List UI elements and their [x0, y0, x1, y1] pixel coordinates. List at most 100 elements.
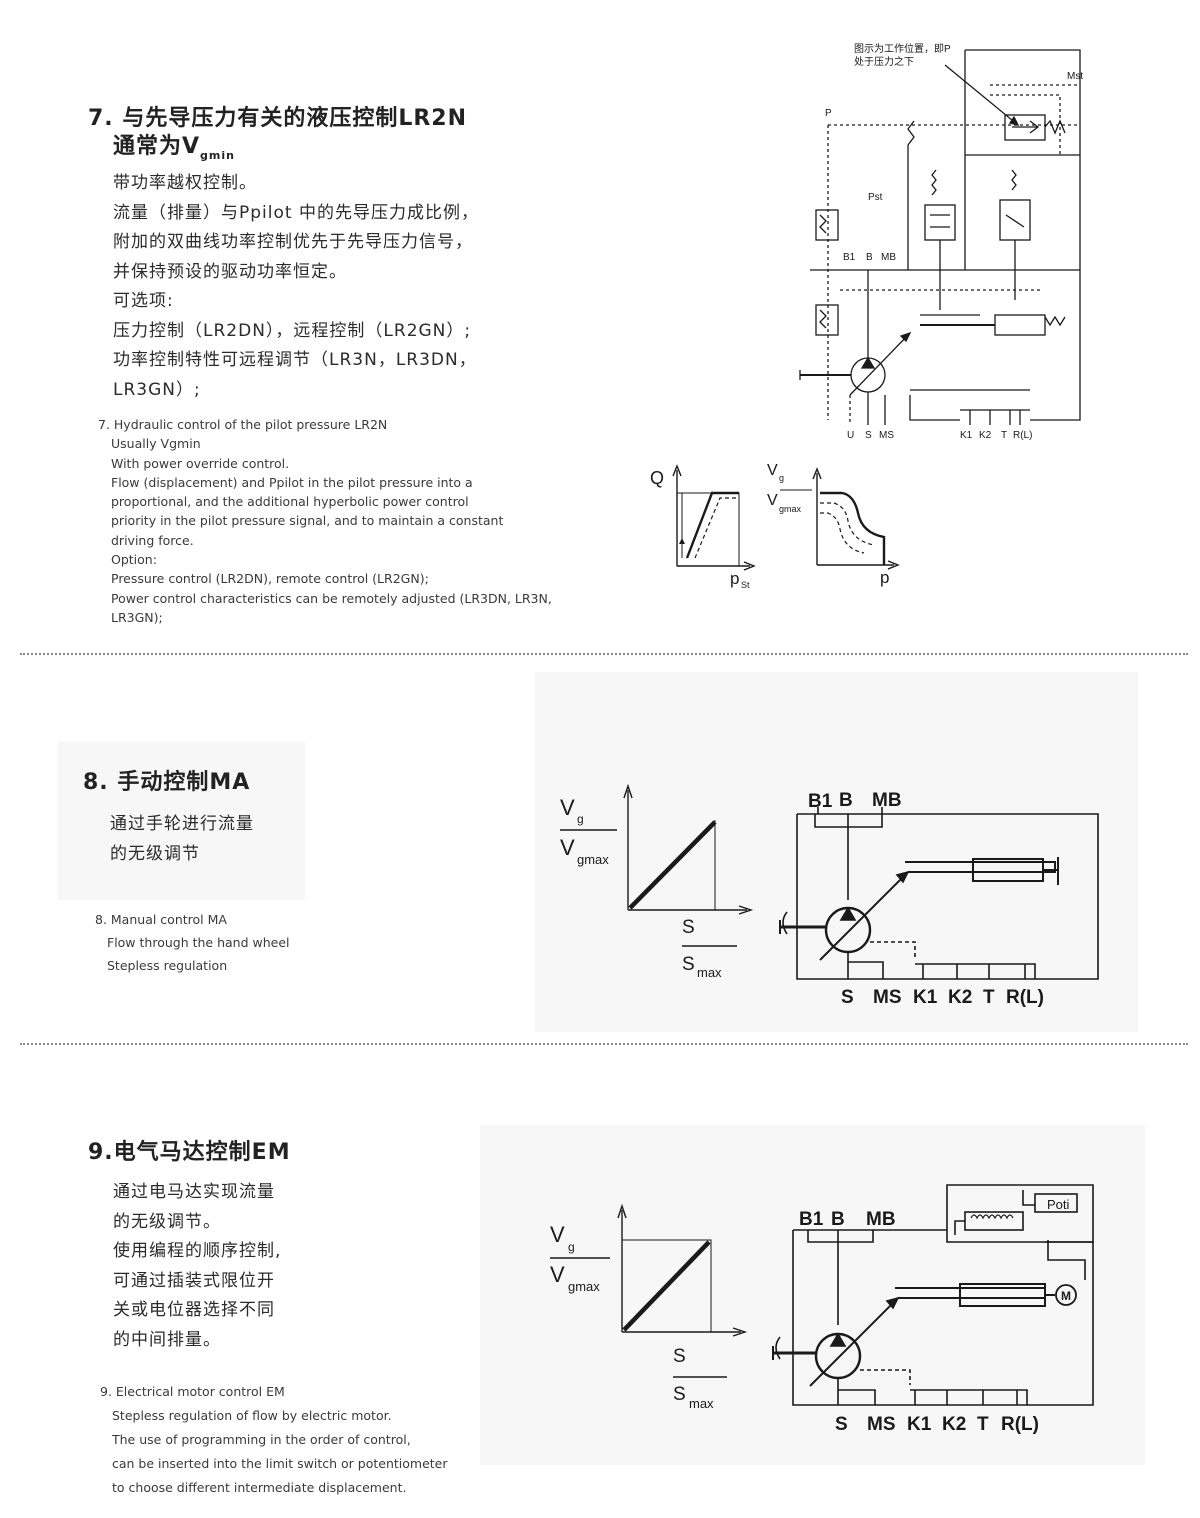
cn-line: 的中间排量。	[113, 1329, 221, 1350]
en-line: Stepless regulation	[107, 958, 228, 973]
port-s: S	[865, 430, 872, 441]
graph-x-num: S	[682, 917, 695, 938]
graph-y-num: V	[560, 795, 575, 820]
cn-line: 通过电马达实现流量	[113, 1182, 275, 1202]
port-k1: K1	[960, 430, 973, 441]
cn-line: 的无级调节。	[113, 1211, 221, 1232]
graph-y-num: V	[550, 1222, 565, 1247]
graph2-y-den: V	[767, 492, 778, 509]
en-line: The use of programming in the order of c…	[112, 1432, 411, 1447]
graph2-y-num: V	[767, 462, 778, 479]
cn-line: 的无级调节	[110, 843, 200, 864]
en-line: Pressure control (LR2DN), remote control…	[111, 571, 429, 587]
port-b: B	[831, 1209, 845, 1230]
port-t: T	[983, 987, 995, 1008]
graph-x-den-sub: max	[689, 1396, 714, 1411]
section7-graph-q-pst: Q p St	[650, 464, 756, 590]
port-ms: MS	[873, 987, 902, 1008]
en-line: Option:	[111, 552, 157, 568]
section7-graph-vg-p: V g V gmax p	[767, 462, 900, 587]
port-b1: B1	[843, 252, 856, 263]
pst-label: Pst	[868, 192, 883, 203]
section8-cn-text: 通过手轮进行流量 的无级调节	[110, 810, 254, 869]
port-ms: MS	[867, 1414, 896, 1435]
en-line: Usually Vgmin	[111, 436, 201, 452]
port-k2: K2	[979, 430, 992, 441]
graph-y-den-sub: gmax	[568, 1279, 600, 1294]
section8-graph-panel	[535, 672, 1138, 1032]
section7-title-line1: 7. 与先导压力有关的液压控制LR2N	[88, 106, 468, 131]
en-line: priority in the pilot pressure signal, a…	[111, 513, 504, 529]
section9-graph-vg-s: V g V gmax S S max	[550, 1203, 748, 1411]
port-mb: MB	[866, 1209, 896, 1230]
graph1-ylabel: Q	[650, 468, 664, 488]
port-s: S	[835, 1414, 848, 1435]
port-t: T	[1001, 430, 1007, 441]
section8-hydraulic-schematic: B1 B MB S MS K1 K2 T R(L)	[779, 790, 1099, 1008]
section8-title: 8. 手动控制MA	[83, 770, 251, 795]
section7-subtitle-text: 通常为V	[113, 134, 201, 159]
graph-y-den: V	[550, 1262, 565, 1287]
graph-x-den: S	[673, 1384, 686, 1405]
graph2-xlabel: p	[880, 568, 889, 587]
section7-hydraulic-schematic: 图示为工作位置，即P 处于压力之下 Mst P Pst B1 B MB U S …	[799, 42, 1083, 441]
section7-subtitle: 通常为Vgmin	[113, 128, 235, 162]
section9-en-text: 9. Electrical motor control EM Stepless …	[100, 1380, 448, 1500]
section9-hydraulic-schematic: Poti M B1 B MB S MS K1 K2 T R(L)	[772, 1184, 1094, 1435]
cn-line: 附加的双曲线功率控制优先于先导压力信号，	[113, 232, 473, 252]
cn-line: 关或电位器选择不同	[113, 1300, 275, 1320]
graph2-y-num-sub: g	[779, 473, 784, 483]
graph-y-num-sub: g	[568, 1240, 575, 1254]
en-line: to choose different intermediate displac…	[112, 1480, 407, 1495]
divider-1	[20, 653, 1188, 655]
graph1-xlabel: p	[730, 569, 739, 588]
section7-subtitle-sub: gmin	[200, 149, 235, 162]
port-k2: K2	[948, 987, 972, 1008]
port-ms: MS	[879, 430, 894, 441]
section7-cn-text: 带功率越权控制。 流量（排量）与Ppilot 中的先导压力成比例， 附加的双曲线…	[113, 169, 533, 405]
graph1-xlabel-sub: St	[741, 580, 750, 590]
graph-y-num-sub: g	[577, 812, 584, 826]
en-line: Flow (displacement) and Ppilot in the pi…	[111, 474, 473, 490]
section9-title: 9.电气马达控制EM	[88, 1140, 291, 1165]
port-mb: MB	[872, 790, 902, 811]
en-line: Stepless regulation of flow by electric …	[112, 1408, 392, 1423]
section7-title: 7. 与先导压力有关的液压控制LR2N	[88, 100, 467, 132]
cn-line: 流量（排量）与Ppilot 中的先导压力成比例，	[113, 202, 479, 223]
graph-y-den: V	[560, 835, 575, 860]
cn-line: 带功率越权控制。	[113, 173, 257, 193]
en-line: Flow through the hand wheel	[107, 935, 290, 950]
divider-2	[20, 1043, 1188, 1045]
en-line: 8. Manual control MA	[95, 912, 227, 927]
cn-line: 压力控制（LR2DN），远程控制（LR2GN）;	[113, 320, 472, 341]
port-rl: R(L)	[1013, 430, 1032, 441]
port-b: B	[866, 252, 873, 263]
port-k1: K1	[907, 1414, 932, 1435]
cn-line: 可通过插装式限位开	[113, 1270, 275, 1291]
cn-line: 并保持预设的驱动功率恒定。	[113, 261, 347, 282]
en-line: driving force.	[111, 532, 194, 548]
en-line: Power control characteristics can be rem…	[111, 590, 552, 606]
cn-line: 使用编程的顺序控制,	[113, 1241, 282, 1261]
cn-line: LR3GN）;	[113, 379, 201, 400]
section8-graph-vg-s: V g V gmax S S max	[560, 783, 754, 980]
en-line: 9. Electrical motor control EM	[100, 1384, 285, 1399]
section9-panel	[480, 1125, 1145, 1465]
section9-cn-text: 通过电马达实现流量 的无级调节。 使用编程的顺序控制, 可通过插装式限位开 关或…	[113, 1178, 281, 1355]
section7-en-text: 7. Hydraulic control of the pilot pressu…	[98, 415, 578, 627]
schematic-note-line1: 图示为工作位置，即P	[854, 42, 951, 55]
schematic-note-line2: 处于压力之下	[854, 55, 914, 68]
port-k2: K2	[942, 1414, 966, 1435]
en-line: LR3GN);	[111, 609, 163, 625]
cn-line: 通过手轮进行流量	[110, 814, 254, 834]
en-line: proportional, and the additional hyperbo…	[111, 494, 469, 510]
port-mb: MB	[881, 252, 896, 263]
en-line: 7. Hydraulic control of the pilot pressu…	[98, 417, 388, 432]
cn-line: 可选项:	[113, 291, 174, 311]
en-line: can be inserted into the limit switch or…	[112, 1456, 448, 1471]
port-rl: R(L)	[1001, 1414, 1039, 1435]
poti-label: Poti	[1047, 1197, 1070, 1212]
port-u: U	[847, 430, 854, 441]
port-b: B	[839, 790, 853, 811]
port-b1: B1	[799, 1209, 824, 1230]
